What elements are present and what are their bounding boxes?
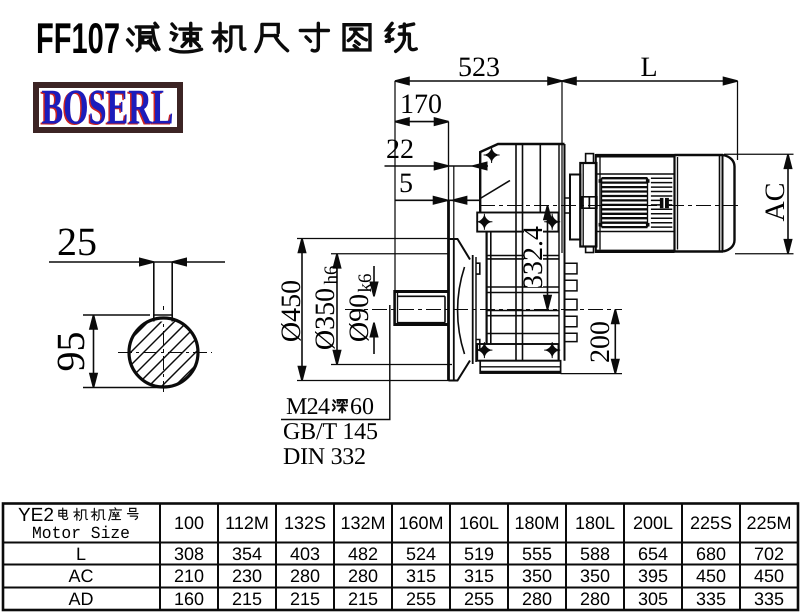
svg-text:180M: 180M <box>514 513 559 533</box>
svg-text:305: 305 <box>638 589 668 609</box>
svg-text:160: 160 <box>174 589 204 609</box>
svg-text:315: 315 <box>464 566 494 586</box>
svg-text:354: 354 <box>232 544 262 564</box>
svg-text:519: 519 <box>464 544 494 564</box>
svg-text:132S: 132S <box>284 513 326 533</box>
svg-text:555: 555 <box>522 544 552 564</box>
svg-text:702: 702 <box>754 544 784 564</box>
svg-text:Motor Size: Motor Size <box>32 525 130 544</box>
svg-text:403: 403 <box>290 544 320 564</box>
svg-text:588: 588 <box>580 544 610 564</box>
svg-text:335: 335 <box>754 589 784 609</box>
svg-text:180L: 180L <box>575 513 615 533</box>
svg-text:350: 350 <box>580 566 610 586</box>
svg-text:AC: AC <box>68 566 93 586</box>
svg-text:230: 230 <box>232 566 262 586</box>
svg-text:95: 95 <box>48 332 93 372</box>
svg-text:524: 524 <box>406 544 436 564</box>
svg-text:160M: 160M <box>398 513 443 533</box>
svg-text:60: 60 <box>350 394 374 420</box>
svg-text:k6: k6 <box>355 274 376 293</box>
svg-text:L: L <box>640 52 657 83</box>
svg-text:200: 200 <box>585 321 616 363</box>
svg-text:YE2: YE2 <box>18 505 54 526</box>
svg-text:L: L <box>76 544 86 564</box>
svg-text:GB/T 145: GB/T 145 <box>283 419 378 445</box>
svg-text:5: 5 <box>399 168 413 199</box>
svg-text:280: 280 <box>290 566 320 586</box>
svg-text:280: 280 <box>522 589 552 609</box>
svg-text:132M: 132M <box>340 513 385 533</box>
svg-text:280: 280 <box>580 589 610 609</box>
svg-text:255: 255 <box>406 589 436 609</box>
svg-text:215: 215 <box>232 589 262 609</box>
svg-text:315: 315 <box>406 566 436 586</box>
svg-text:225S: 225S <box>690 513 732 533</box>
svg-text:255: 255 <box>464 589 494 609</box>
svg-text:112M: 112M <box>225 513 269 533</box>
svg-text:335: 335 <box>696 589 726 609</box>
svg-text:210: 210 <box>174 566 204 586</box>
svg-text:200L: 200L <box>633 513 673 533</box>
svg-text:482: 482 <box>348 544 378 564</box>
svg-text:332.4: 332.4 <box>518 226 549 289</box>
svg-text:170: 170 <box>400 89 442 120</box>
svg-text:215: 215 <box>348 589 378 609</box>
svg-text:25: 25 <box>57 219 97 264</box>
svg-text:AD: AD <box>68 589 93 609</box>
svg-text:450: 450 <box>754 566 784 586</box>
svg-text:160L: 160L <box>459 513 499 533</box>
svg-text:280: 280 <box>348 566 378 586</box>
svg-text:FF107: FF107 <box>36 15 120 63</box>
svg-text:215: 215 <box>290 589 320 609</box>
svg-text:Ø350: Ø350 <box>310 288 341 350</box>
svg-text:350: 350 <box>522 566 552 586</box>
svg-text:BOSERL: BOSERL <box>42 79 174 135</box>
svg-text:680: 680 <box>696 544 726 564</box>
svg-text:BOSERL: BOSERL <box>40 80 172 136</box>
svg-text:654: 654 <box>638 544 668 564</box>
svg-text:450: 450 <box>696 566 726 586</box>
svg-text:308: 308 <box>174 544 204 564</box>
svg-text:225M: 225M <box>746 513 791 533</box>
svg-text:100: 100 <box>174 513 204 533</box>
svg-text:h6: h6 <box>321 266 342 285</box>
svg-text:DIN 332: DIN 332 <box>283 444 366 470</box>
svg-text:AC: AC <box>760 183 791 222</box>
svg-text:22: 22 <box>386 134 414 165</box>
svg-text:395: 395 <box>638 566 668 586</box>
svg-text:Ø450: Ø450 <box>276 280 307 342</box>
svg-text:Ø90: Ø90 <box>344 294 375 342</box>
svg-text:M24: M24 <box>286 394 330 420</box>
svg-text:523: 523 <box>458 52 500 83</box>
